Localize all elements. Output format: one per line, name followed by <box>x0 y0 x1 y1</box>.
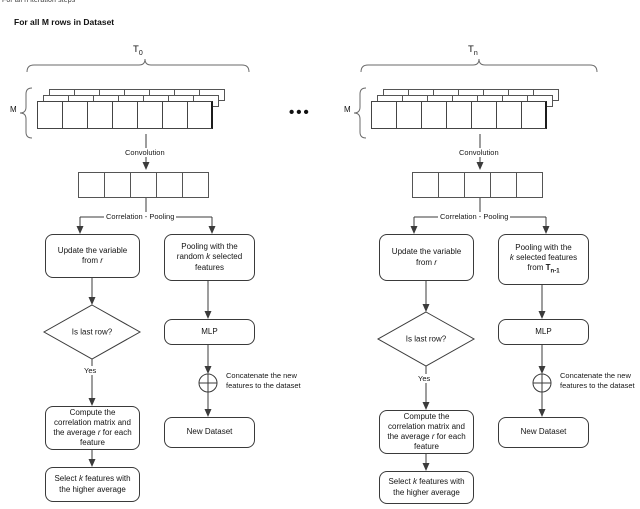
select-line2: the higher average <box>393 487 460 497</box>
correlation-pooling-label-tn: Correlation - Pooling <box>438 212 511 221</box>
tensor-cell <box>521 101 547 129</box>
convolution-label-tn: Convolution <box>457 148 501 157</box>
compute-line3-pre: the average <box>387 432 430 441</box>
tensor-cell <box>446 101 472 129</box>
tensor-label-tn: Tn <box>468 44 478 57</box>
pooling-line2-post: selected features <box>516 252 578 262</box>
conv-cell <box>412 172 439 198</box>
page-title: For all M rows in Dataset <box>14 17 115 27</box>
select-pre: Select <box>54 474 77 484</box>
update-box-var: r <box>100 256 103 265</box>
select-var: k <box>78 474 83 484</box>
select-post: features with <box>85 474 131 484</box>
concat-note-tn: Concatenate the new features to the data… <box>560 371 635 390</box>
tensor-cell <box>162 101 188 129</box>
pooling-var: k <box>206 252 211 262</box>
compute-line1: Compute the <box>69 407 116 417</box>
conv-cell <box>130 172 157 198</box>
tensor-cell <box>496 101 522 129</box>
pooling-line2-post: selected <box>212 252 243 262</box>
tensor-cell <box>421 101 447 129</box>
pooling-line3: features <box>195 262 224 272</box>
select-post: features with <box>419 477 465 487</box>
concat-note-t0: Concatenate the new features to the data… <box>226 371 301 390</box>
mlp-box-tn[interactable]: MLP <box>498 319 589 345</box>
conv-cell <box>490 172 517 198</box>
compute-var: r <box>431 432 435 441</box>
compute-line3-post: for each <box>436 432 466 441</box>
pooling-line3-pre: from <box>527 263 544 273</box>
tensor-cell <box>112 101 138 129</box>
update-box-line2: from <box>416 257 433 267</box>
decision-diamond-t0[interactable]: Is last row? <box>44 305 140 359</box>
decision-label-tn: Is last row? <box>405 334 447 344</box>
decision-branch-yes-tn: Yes <box>416 374 433 383</box>
compute-var: r <box>97 428 101 437</box>
conv-output-tn <box>412 172 543 198</box>
decision-diamond-tn[interactable]: Is last row? <box>378 312 474 366</box>
update-box-line2: from <box>82 256 99 265</box>
conv-cell <box>438 172 465 198</box>
tensor-label-t0: T0 <box>133 44 143 57</box>
select-pre: Select <box>388 477 411 487</box>
conv-cell <box>182 172 209 198</box>
conv-cell <box>464 172 491 198</box>
ellipsis: ••• <box>289 104 311 121</box>
tensor-cell <box>471 101 497 129</box>
tensor-cell <box>187 101 213 129</box>
decision-label-t0: Is last row? <box>71 327 113 337</box>
update-box-line1: Update the variable <box>57 245 128 255</box>
conv-cell <box>516 172 543 198</box>
update-box-var: r <box>434 257 437 267</box>
tensor-cell <box>87 101 113 129</box>
tensor-label-t0-base: T <box>133 44 139 55</box>
rows-label-tn: M <box>344 105 351 114</box>
select-var: k <box>412 477 417 487</box>
select-line2: the higher average <box>59 484 126 494</box>
new-dataset-box-tn[interactable]: New Dataset <box>498 417 589 448</box>
tensor-cell <box>62 101 88 129</box>
tensor-label-tn-sub: n <box>473 49 478 57</box>
compute-line1: Compute the <box>403 411 450 421</box>
pooling-line1: Pooling with the <box>515 242 572 252</box>
tensor-cell <box>137 101 163 129</box>
new-dataset-box-t0[interactable]: New Dataset <box>164 417 255 448</box>
correlation-pooling-label-t0: Correlation - Pooling <box>104 212 177 221</box>
top-note: For all n iteration steps <box>2 0 76 4</box>
pooling-line2-pre: random <box>176 252 204 262</box>
compute-line3-pre: the average <box>53 428 96 437</box>
conv-cell <box>104 172 131 198</box>
pooling-line3-sub: n-1 <box>550 268 560 275</box>
tensor-cell <box>371 101 397 129</box>
compute-line4: feature <box>80 438 105 448</box>
rows-label-t0: M <box>10 105 17 114</box>
compute-line3-post: for each <box>102 428 132 437</box>
tensor-cell <box>37 101 63 129</box>
compute-line2: correlation matrix and <box>388 421 465 431</box>
pooling-line3-sym: T <box>545 263 551 273</box>
tensor-cell <box>396 101 422 129</box>
pooling-var: k <box>509 252 514 262</box>
conv-cell <box>156 172 183 198</box>
conv-output-t0 <box>78 172 209 198</box>
compute-line4: feature <box>414 442 439 452</box>
pooling-line1: Pooling with the <box>181 242 238 252</box>
tensor-label-t0-sub: 0 <box>138 49 143 57</box>
conv-cell <box>78 172 105 198</box>
tensor-label-tn-base: T <box>468 44 474 55</box>
mlp-box-t0[interactable]: MLP <box>164 319 255 345</box>
decision-branch-yes-t0: Yes <box>82 366 99 375</box>
compute-line2: correlation matrix and <box>54 417 131 427</box>
update-box-line1: Update the variable <box>391 247 462 257</box>
convolution-label-t0: Convolution <box>123 148 167 157</box>
